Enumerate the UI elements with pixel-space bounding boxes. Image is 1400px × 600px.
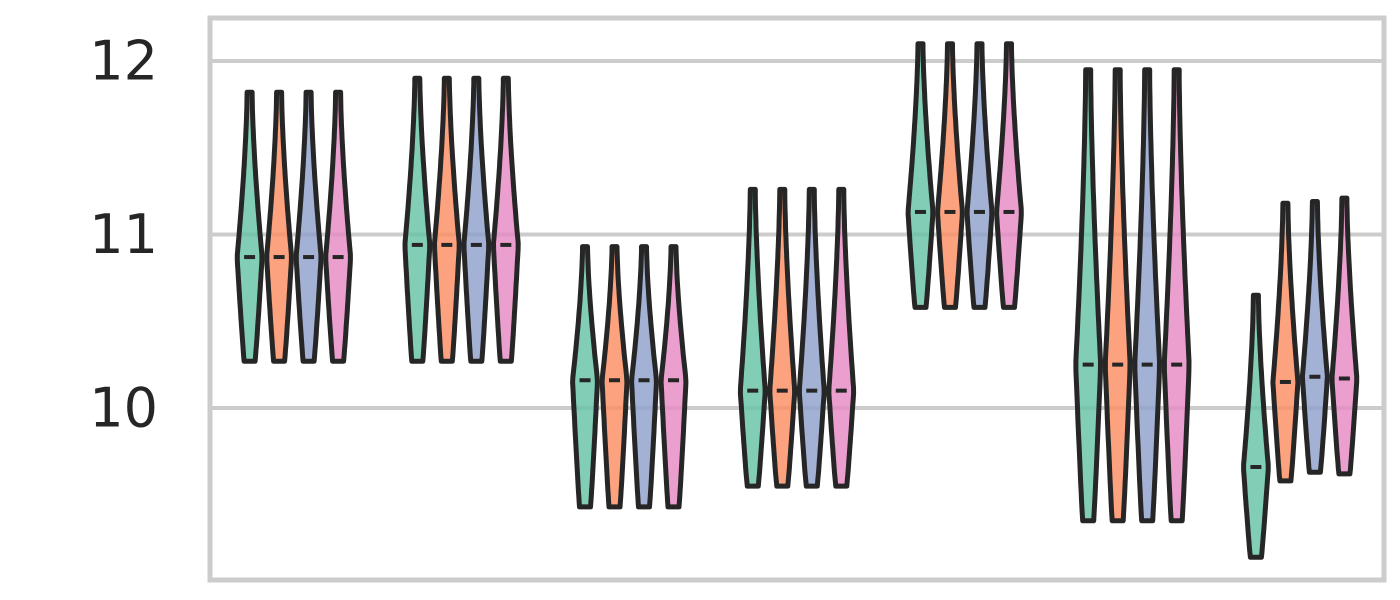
violin-g5-h3: [964, 41, 995, 310]
violin-g7-h3: [1299, 199, 1330, 475]
violin-g4-h4: [826, 186, 857, 489]
violin-g2-h2: [432, 75, 462, 364]
violin-g3-h1: [570, 244, 600, 510]
violin-g6-h3: [1132, 67, 1162, 524]
y-tick-label: 10: [89, 377, 158, 440]
violin-g3-h4: [658, 244, 689, 510]
y-tick-label: 11: [89, 203, 158, 266]
violin-g2-h3: [461, 75, 492, 364]
violin-g2-h4: [491, 75, 521, 364]
plot-frame: [207, 15, 1387, 583]
violin-g1-h2: [264, 89, 294, 364]
violin-g7-h2: [1270, 200, 1301, 484]
y-tick-labels: 10 11 12: [89, 30, 158, 440]
violin-g4-h1: [737, 186, 768, 489]
violin-g1-h4: [323, 89, 353, 364]
violin-g1-h1: [234, 89, 265, 364]
violin-g4-h3: [796, 186, 827, 489]
violin-g1-h3: [293, 89, 324, 364]
violin-g5-h2: [935, 41, 965, 310]
violin-g3-h2: [599, 244, 630, 510]
violins: [234, 41, 1360, 560]
violin-g5-h1: [905, 41, 936, 310]
violin-g5-h4: [994, 41, 1024, 310]
violin-g6-h1: [1073, 67, 1103, 524]
violin-g6-h2: [1102, 67, 1133, 524]
violin-g6-h4: [1161, 67, 1192, 524]
y-tick-label: 12: [89, 30, 158, 93]
violin-g7-h1: [1241, 292, 1271, 560]
violin-g7-h4: [1329, 195, 1360, 477]
violin-g2-h1: [402, 75, 433, 364]
violin-g4-h2: [767, 186, 798, 489]
gridlines: [210, 59, 1384, 410]
violin-g3-h3: [629, 244, 659, 510]
